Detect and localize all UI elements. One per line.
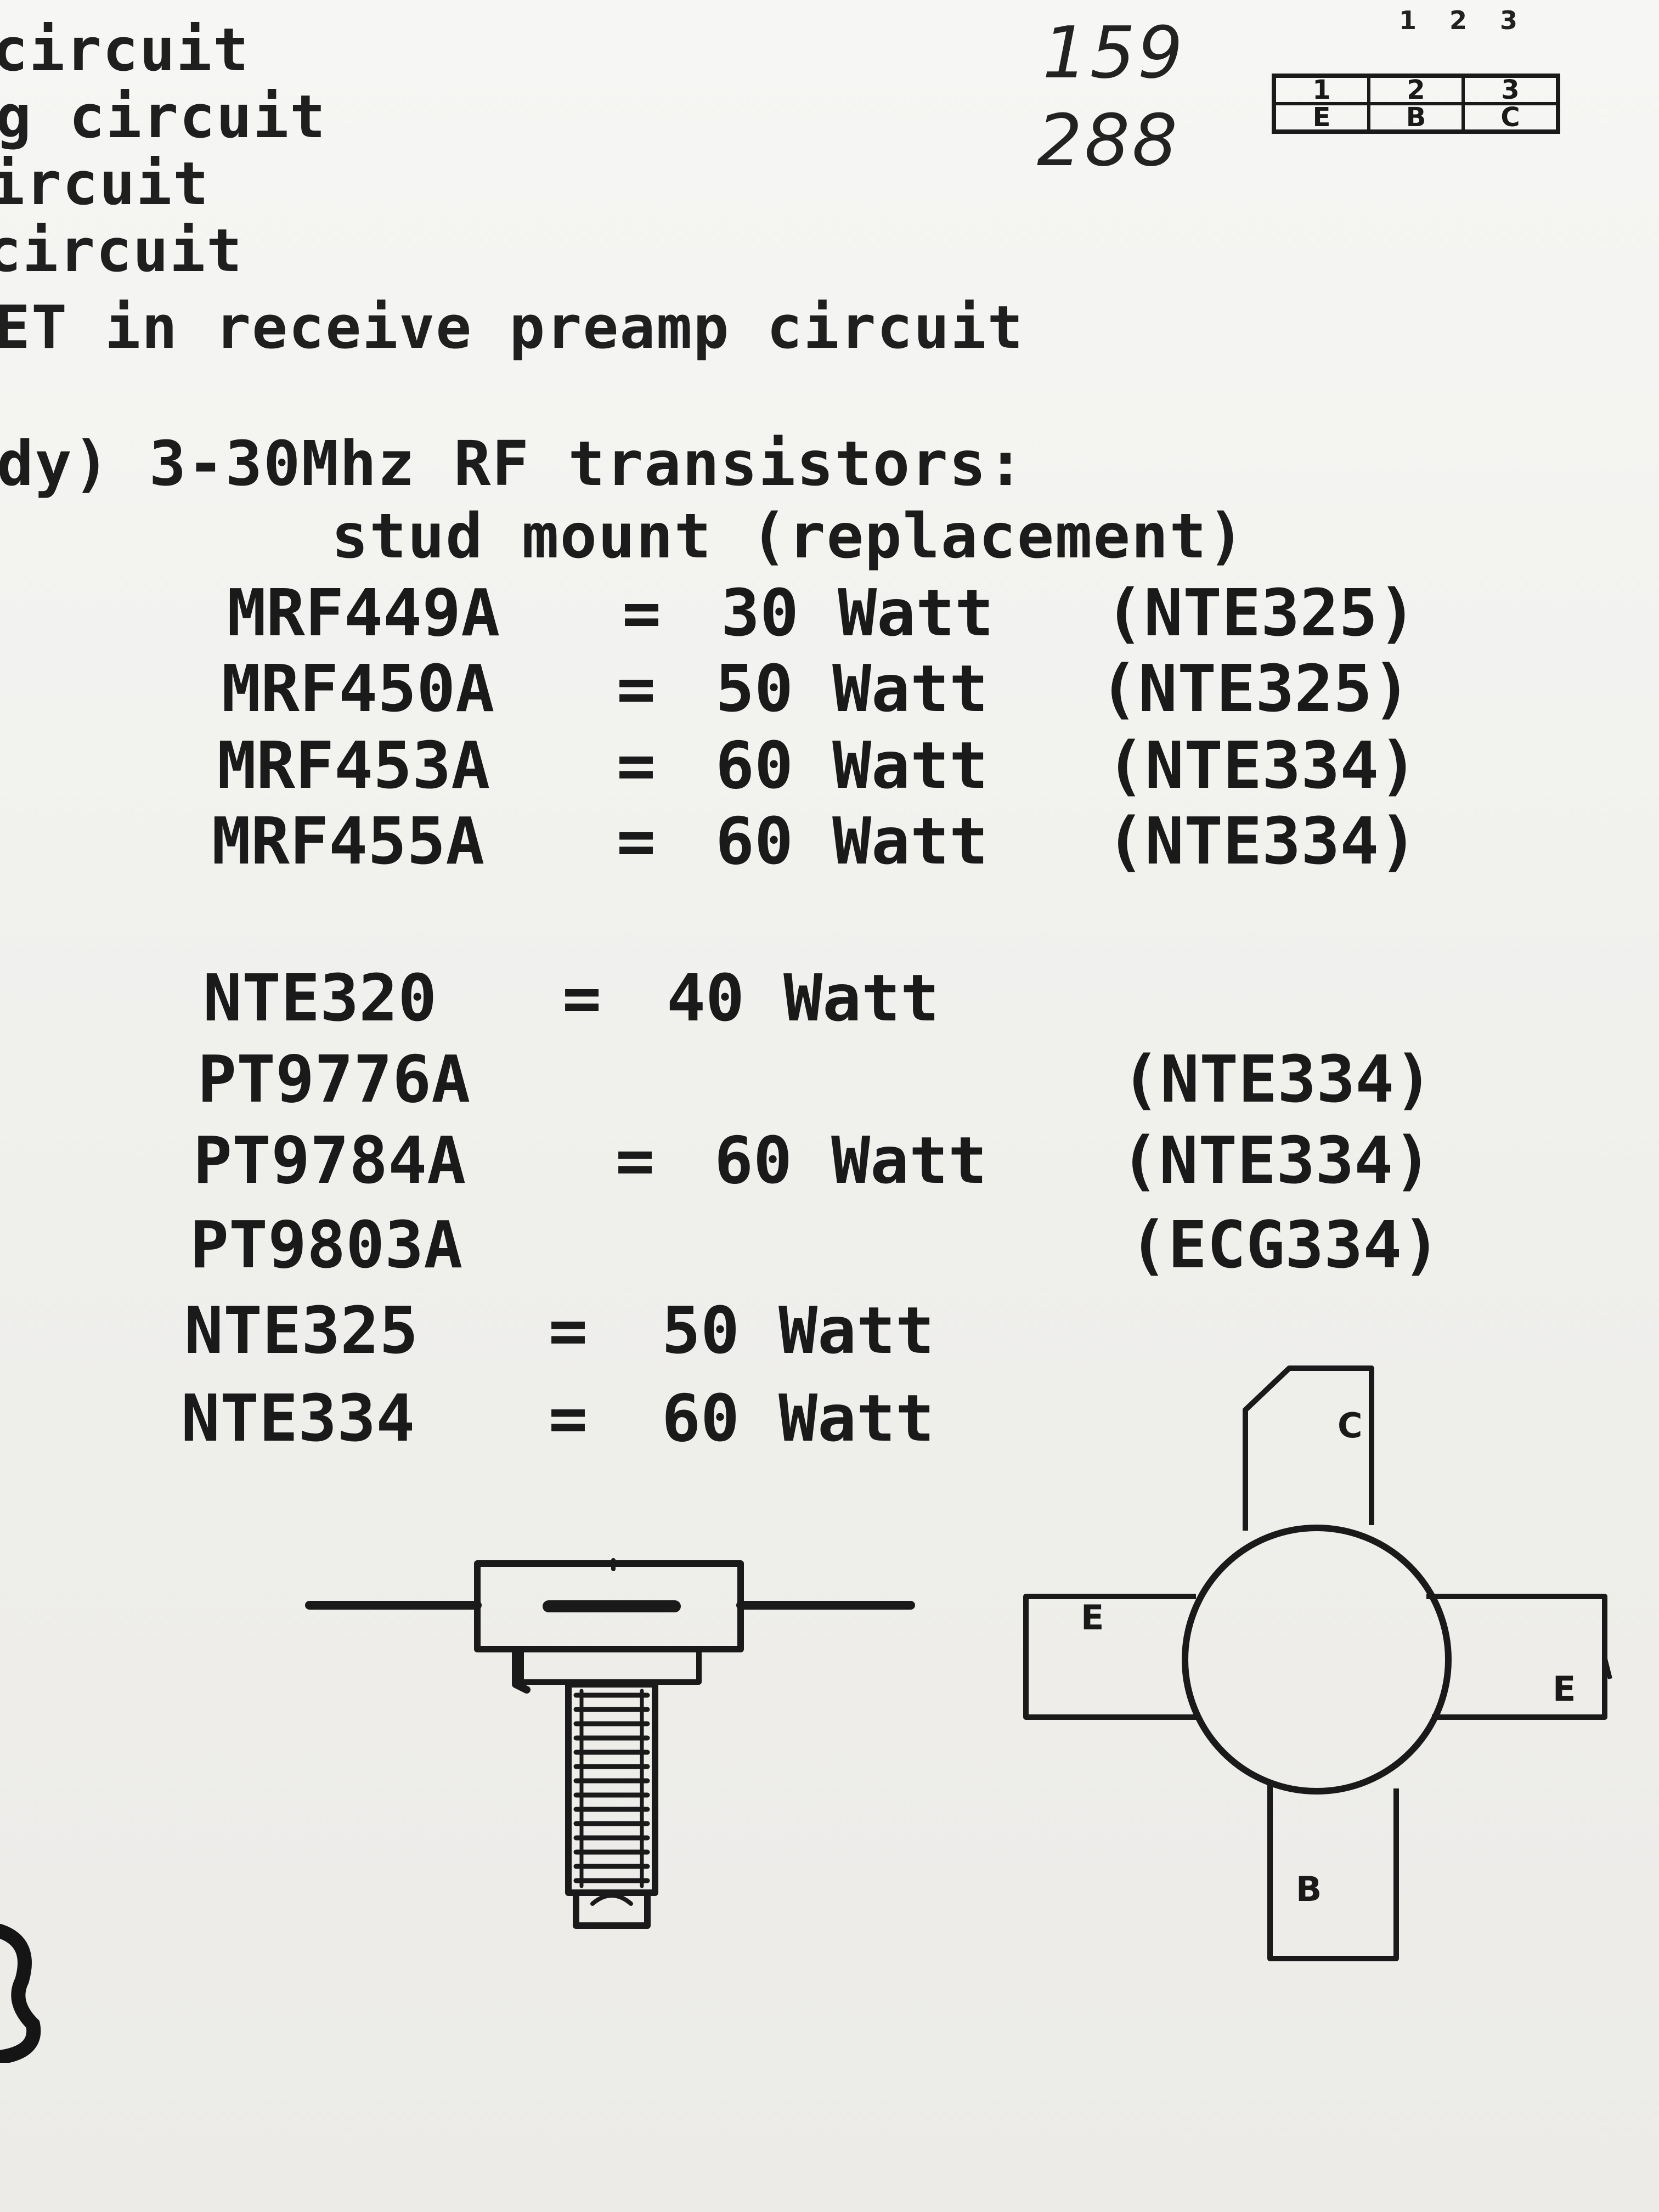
stud-mount-side-view-diagram: [305, 1558, 915, 1929]
replacement-part: (NTE334): [1106, 727, 1418, 803]
pin-label-row: E B C: [1272, 102, 1560, 133]
top-line-5: ET in receive preamp circuit: [0, 294, 1024, 362]
top-line-4: circuit: [0, 217, 244, 285]
part-number: MRF450A: [222, 651, 495, 726]
equals-sign: =: [617, 651, 656, 726]
replacement-part: (NTE325): [1099, 651, 1412, 726]
part-number: PT9776A: [198, 1041, 471, 1117]
pin-label-3: C: [1462, 102, 1560, 133]
part-number: NTE320: [203, 960, 437, 1036]
power-rating: 60 Watt: [714, 1122, 988, 1198]
section-subheading: stud mount (replacement): [331, 501, 1246, 572]
part-number: MRF455A: [212, 803, 485, 879]
equals-sign: =: [622, 575, 662, 651]
pin-label-1: E: [1272, 102, 1370, 133]
power-rating: 50 Watt: [715, 651, 989, 726]
pin-number-1: 1: [1272, 74, 1370, 105]
power-rating: 40 Watt: [667, 960, 940, 1036]
replacement-part: (NTE334): [1106, 803, 1418, 879]
transistor-top-view-diagram: C E E B: [1023, 1365, 1612, 1961]
pin-label-2: B: [1367, 102, 1465, 133]
pin-number-row: 1 2 3: [1272, 74, 1560, 105]
pin-table: 1 2 3 E B C: [1272, 74, 1560, 134]
top-line-2: g circuit: [0, 83, 327, 151]
emitter-left-lead: [1023, 1594, 1196, 1720]
equals-sign: =: [617, 803, 656, 879]
stud-tip: [573, 1889, 651, 1929]
top-line-1: circuit: [0, 16, 250, 84]
section-heading: dy) 3-30Mhz RF transistors:: [0, 428, 1025, 500]
power-rating: 30 Watt: [721, 575, 994, 651]
equals-sign: =: [549, 1293, 588, 1368]
collector-lead: [1243, 1365, 1374, 1531]
label-emitter-right: E: [1553, 1669, 1576, 1709]
part-number: NTE325: [184, 1293, 419, 1368]
package-circle: [1182, 1525, 1452, 1795]
partial-handwritten-mark: [0, 1924, 41, 2063]
part-number: NTE334: [181, 1380, 415, 1456]
emitter-right-lead: [1426, 1594, 1607, 1720]
power-rating: 60 Watt: [662, 1380, 935, 1456]
handwritten-number-2: 288: [1037, 99, 1180, 182]
label-base: B: [1296, 1869, 1322, 1909]
stud-thread: [565, 1681, 658, 1896]
pin-number-3: 3: [1462, 74, 1560, 105]
replacement-part: (NTE334): [1120, 1122, 1432, 1198]
part-number: PT9803A: [190, 1207, 463, 1283]
top-line-3: ircuit: [0, 150, 210, 218]
flange: [518, 1646, 702, 1685]
label-collector: C: [1338, 1406, 1363, 1446]
equals-sign: =: [617, 727, 656, 803]
replacement-part: (NTE334): [1121, 1041, 1434, 1117]
base-lead: [1267, 1783, 1399, 1961]
handwritten-number-1: 159: [1042, 11, 1186, 94]
equals-sign: =: [616, 1122, 655, 1198]
pin-header-numbers: 1 2 3: [1399, 5, 1530, 35]
pin-number-2: 2: [1367, 74, 1465, 105]
part-number: MRF449A: [227, 575, 500, 651]
equals-sign: =: [562, 960, 602, 1036]
replacement-part: (ECG334): [1129, 1207, 1441, 1283]
power-rating: 50 Watt: [662, 1293, 935, 1368]
part-number: MRF453A: [217, 727, 490, 803]
replacement-part: (NTE325): [1105, 575, 1417, 651]
thread-marks: [573, 1689, 650, 1888]
equals-sign: =: [549, 1380, 588, 1456]
label-emitter-left: E: [1081, 1598, 1104, 1638]
power-rating: 60 Watt: [715, 803, 989, 879]
power-rating: 60 Watt: [715, 727, 989, 803]
part-number: PT9784A: [193, 1122, 466, 1198]
